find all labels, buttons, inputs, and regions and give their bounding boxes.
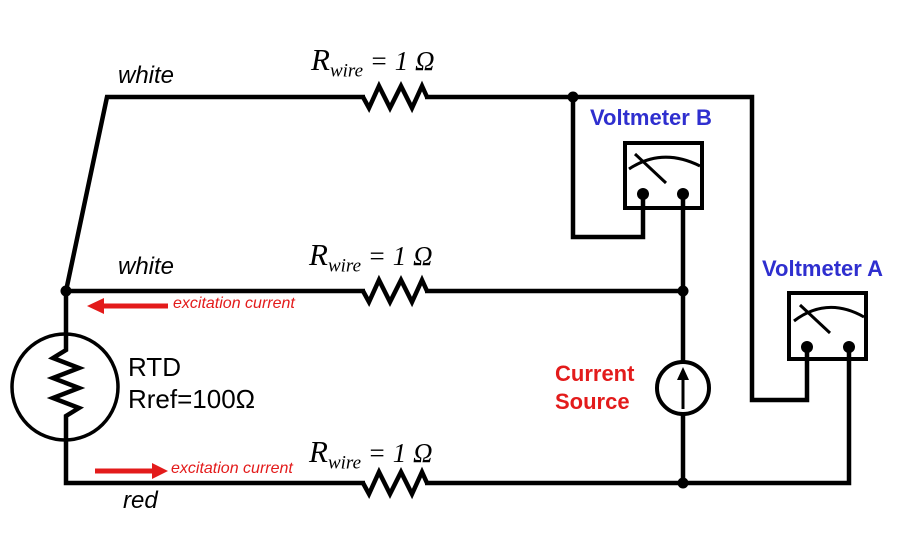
wire-bottom-right-run bbox=[425, 347, 852, 486]
resistor-rwire-middle bbox=[363, 280, 427, 302]
junction-dot-bottom bbox=[677, 477, 689, 489]
junction-dot-left bbox=[60, 285, 72, 297]
wire-diagonal bbox=[63, 94, 365, 292]
voltmeter-b-scale-arc bbox=[628, 155, 701, 171]
current-source-label: Current Source bbox=[555, 360, 634, 416]
wire-top-white bbox=[63, 86, 810, 403]
resistor-symbol-letter: R bbox=[311, 42, 330, 77]
resistor-subscript: wire bbox=[327, 255, 362, 277]
rtd-name-label: RTD bbox=[128, 352, 181, 382]
resistor-symbol-letter: R bbox=[309, 237, 328, 272]
voltmeter-b-needle bbox=[633, 152, 668, 185]
voltmeter-a-scale-arc bbox=[793, 305, 865, 323]
wire-label-top-white: white bbox=[118, 62, 175, 89]
resistor-subscript: wire bbox=[329, 60, 364, 82]
wire-top-right-run bbox=[425, 94, 810, 403]
current-source-label-line1: Current bbox=[555, 361, 635, 386]
voltmeter-a-terminal-left bbox=[801, 341, 813, 353]
rtd-circle bbox=[10, 332, 120, 442]
voltmeter-a-box bbox=[787, 291, 868, 361]
excitation-arrow-left-icon bbox=[87, 298, 104, 314]
junction-dot-top bbox=[567, 91, 579, 103]
wire-bottom-red bbox=[10, 291, 852, 494]
voltmeter-a-terminal-right bbox=[843, 341, 855, 353]
resistor-value: = 1 Ω bbox=[361, 438, 433, 468]
voltmeter-b-left-lead bbox=[570, 97, 646, 240]
voltmeter-a-needle bbox=[798, 303, 832, 335]
voltmeter-a-label: Voltmeter A bbox=[762, 256, 884, 281]
excitation-current-label-middle: excitation current bbox=[173, 295, 295, 312]
resistor-value: = 1 Ω bbox=[361, 241, 433, 271]
excitation-current-label-bottom: excitation current bbox=[171, 460, 293, 477]
junction-dot-middle bbox=[677, 285, 689, 297]
current-source-symbol bbox=[655, 291, 711, 483]
voltmeter-b-terminal-left bbox=[637, 188, 649, 200]
resistor-value: = 1 Ω bbox=[363, 46, 435, 76]
resistor-symbol-letter: R bbox=[309, 434, 328, 469]
excitation-arrows bbox=[87, 298, 168, 479]
wire-middle-white bbox=[66, 280, 683, 302]
junction-dots bbox=[60, 91, 689, 489]
wire-label-middle-white: white bbox=[118, 253, 175, 280]
voltmeter-b-leads bbox=[570, 97, 686, 291]
resistor-label-middle: Rwire = 1 Ω bbox=[309, 237, 433, 277]
voltmeter-b-label: Voltmeter B bbox=[590, 105, 712, 130]
resistor-rwire-top bbox=[363, 86, 427, 108]
rtd-reference-label: Rref=100Ω bbox=[128, 384, 256, 414]
voltmeter-b-terminal-right bbox=[677, 188, 689, 200]
excitation-arrow-right-icon bbox=[152, 463, 168, 479]
wire-label-bottom-red: red bbox=[123, 487, 158, 514]
resistor-label-top: Rwire = 1 Ω bbox=[311, 42, 435, 82]
voltmeter-a-symbol bbox=[787, 291, 868, 361]
current-source-label-line2: Source bbox=[555, 389, 630, 414]
current-source-arrow-head bbox=[677, 367, 689, 380]
resistor-subscript: wire bbox=[327, 452, 362, 474]
voltmeter-b-box bbox=[623, 141, 704, 210]
resistor-label-bottom: Rwire = 1 Ω bbox=[309, 434, 433, 474]
voltmeter-b-symbol bbox=[623, 141, 704, 210]
resistor-rwire-bottom bbox=[363, 472, 427, 494]
